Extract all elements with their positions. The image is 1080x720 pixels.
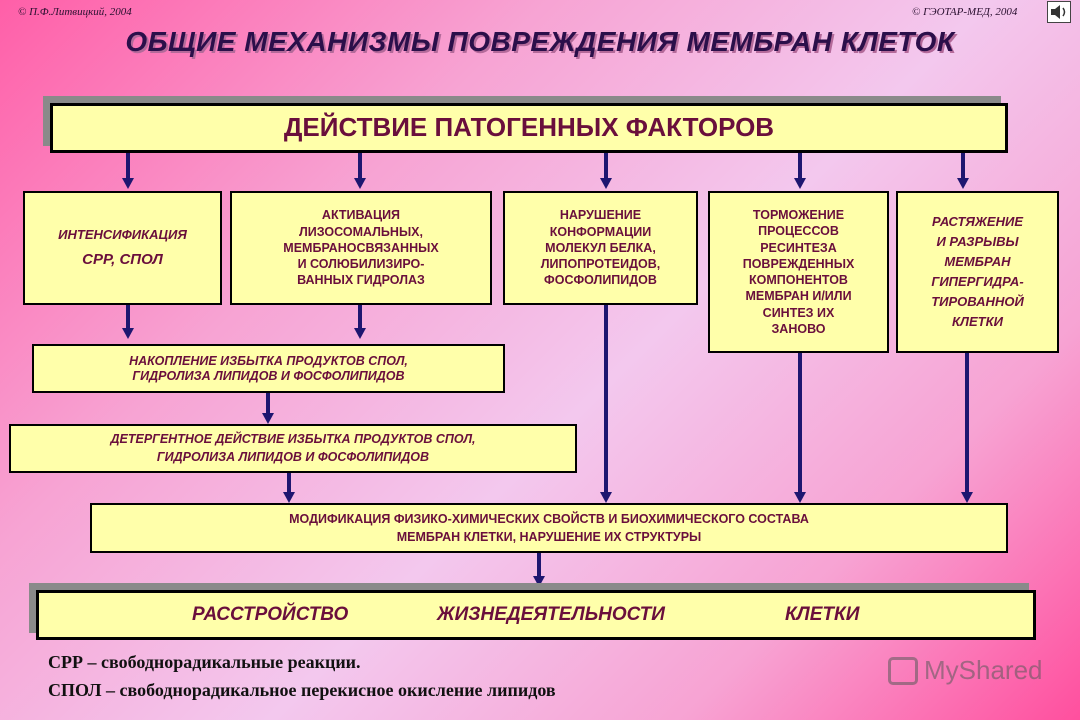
modification-box: МОДИФИКАЦИЯ ФИЗИКО-ХИМИЧЕСКИХ СВОЙСТВ И …	[90, 503, 1008, 553]
factor-box-stretching: РАСТЯЖЕНИЕ И РАЗРЫВЫ МЕМБРАН ГИПЕРГИДРА-…	[896, 191, 1059, 353]
detergent-box: ДЕТЕРГЕНТНОЕ ДЕЙСТВИЕ ИЗБЫТКА ПРОДУКТОВ …	[9, 424, 577, 473]
factor-conformation-label: НАРУШЕНИЕ КОНФОРМАЦИИ МОЛЕКУЛ БЕЛКА, ЛИП…	[540, 208, 661, 288]
factor-srr-spol-label: СРР, СПОЛ	[82, 250, 163, 268]
legend-srr: СРР – свободнорадикальные реакции.	[48, 652, 361, 672]
factor-stretching-label: РАСТЯЖЕНИЕ И РАЗРЫВЫ МЕМБРАН ГИПЕРГИДРА-…	[931, 213, 1024, 330]
result-box: РАССТРОЙСТВО ЖИЗНЕДЕЯТЕЛЬНОСТИ КЛЕТКИ	[36, 590, 1036, 640]
result-word-3: КЛЕТКИ	[785, 603, 860, 625]
pathogenic-factors-label: ДЕЙСТВИЕ ПАТОГЕННЫХ ФАКТОРОВ	[283, 112, 775, 143]
accumulation-box: НАКОПЛЕНИЕ ИЗБЫТКА ПРОДУКТОВ СПОЛ, ГИДРО…	[32, 344, 505, 393]
watermark-label: MyShared	[924, 655, 1043, 685]
page-title: ОБЩИЕ МЕХАНИЗМЫ ПОВРЕЖДЕНИЯ МЕМБРАН КЛЕТ…	[125, 26, 955, 57]
publisher-credit: © ГЭОТАР-МЕД, 2004	[912, 6, 1018, 18]
factor-box-resynthesis: ТОРМОЖЕНИЕ ПРОЦЕССОВ РЕСИНТЕЗА ПОВРЕЖДЕН…	[708, 191, 889, 353]
speaker-icon[interactable]	[1047, 1, 1071, 23]
factor-box-intensification: ИНТЕНСИФИКАЦИЯ СРР, СПОЛ	[23, 191, 222, 305]
presentation-icon	[888, 656, 918, 685]
watermark: MyShared	[888, 655, 1043, 686]
legend-spol: СПОЛ – свободнорадикальное перекисное ок…	[48, 680, 556, 700]
factor-hydrolases-label: АКТИВАЦИЯ ЛИЗОСОМАЛЬНЫХ, МЕМБРАНОСВЯЗАНН…	[283, 208, 439, 288]
result-word-2: ЖИЗНЕДЕЯТЕЛЬНОСТИ	[437, 603, 665, 625]
factor-resynthesis-label: ТОРМОЖЕНИЕ ПРОЦЕССОВ РЕСИНТЕЗА ПОВРЕЖДЕН…	[742, 208, 855, 336]
factor-box-hydrolases: АКТИВАЦИЯ ЛИЗОСОМАЛЬНЫХ, МЕМБРАНОСВЯЗАНН…	[230, 191, 492, 305]
author-credit: © П.Ф.Литвицкий, 2004	[18, 6, 132, 18]
detergent-label: ДЕТЕРГЕНТНОЕ ДЕЙСТВИЕ ИЗБЫТКА ПРОДУКТОВ …	[110, 432, 476, 464]
accumulation-label: НАКОПЛЕНИЕ ИЗБЫТКА ПРОДУКТОВ СПОЛ, ГИДРО…	[129, 353, 408, 383]
result-word-1: РАССТРОЙСТВО	[192, 603, 349, 625]
pathogenic-factors-box: ДЕЙСТВИЕ ПАТОГЕННЫХ ФАКТОРОВ	[50, 103, 1008, 153]
factor-intensification-label: ИНТЕНСИФИКАЦИЯ	[58, 226, 187, 242]
modification-label: МОДИФИКАЦИЯ ФИЗИКО-ХИМИЧЕСКИХ СВОЙСТВ И …	[289, 511, 809, 544]
factor-box-conformation: НАРУШЕНИЕ КОНФОРМАЦИИ МОЛЕКУЛ БЕЛКА, ЛИП…	[503, 191, 698, 305]
